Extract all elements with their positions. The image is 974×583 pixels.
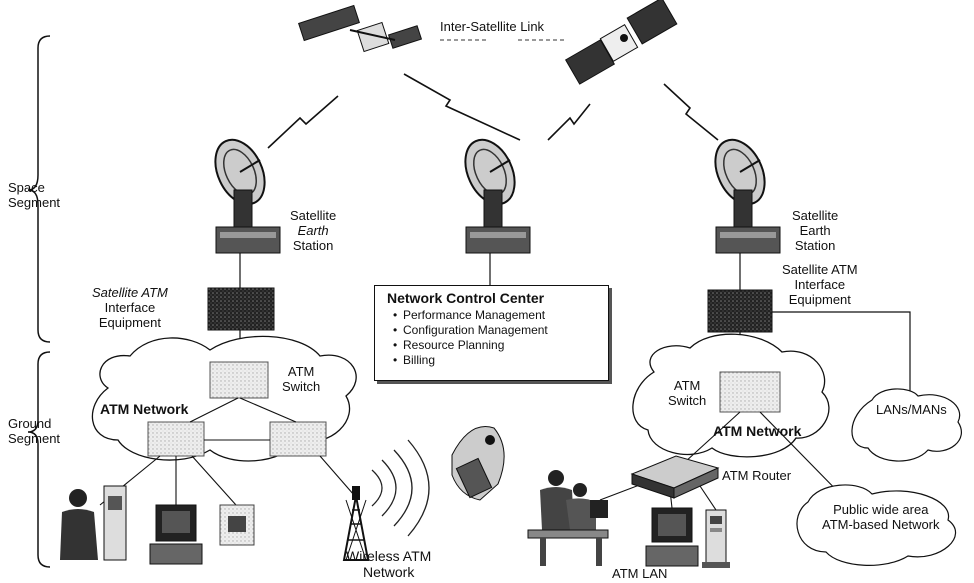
lans-mans-cloud xyxy=(851,388,962,462)
left-interface-equipment-icon xyxy=(207,287,275,331)
satellite-right-icon xyxy=(564,0,678,85)
lans-mans-label: LANs/MANs xyxy=(876,402,947,417)
atm-lan-pc-icon xyxy=(645,507,699,567)
left-atm-switch-icon xyxy=(209,361,269,399)
ncc-item: Billing xyxy=(393,353,608,368)
ncc-earth-station-icon xyxy=(454,130,531,254)
left-earth-station-icon xyxy=(204,130,281,254)
space-segment-brace xyxy=(27,35,51,343)
left-atm-switch-2-icon xyxy=(147,421,205,457)
wireless-tower-icon xyxy=(342,486,370,561)
right-interface-equipment-icon xyxy=(707,289,773,333)
wireless-handset-icon xyxy=(451,426,505,501)
right-atm-network-label: ATM Network xyxy=(713,423,802,439)
wireless-waves xyxy=(371,439,430,537)
atm-router-label: ATM Router xyxy=(722,468,792,483)
left-user-terminals-icon xyxy=(60,485,255,565)
atm-router-icon xyxy=(630,455,720,499)
ncc-item: Configuration Management xyxy=(393,323,608,338)
radio-links xyxy=(267,73,719,149)
network-control-center-box: Network Control Center Performance Manag… xyxy=(374,285,609,381)
left-atm-network-label: ATM Network xyxy=(100,401,189,417)
public-wan-cloud xyxy=(796,484,956,566)
ncc-item: Resource Planning xyxy=(393,338,608,353)
ground-segment-brace xyxy=(27,351,51,568)
right-earth-station-icon xyxy=(704,130,781,254)
ncc-function-list: Performance Management Configuration Man… xyxy=(387,308,608,368)
ncc-item: Performance Management xyxy=(393,308,608,323)
satellite-left-icon xyxy=(298,4,423,53)
right-atm-switch-icon xyxy=(719,371,781,413)
left-atm-switch-3-icon xyxy=(269,421,327,457)
atm-lan-label: ATM LAN xyxy=(612,566,668,581)
atm-lan-server-icon xyxy=(702,509,730,568)
atm-lan-workstation-icon xyxy=(527,470,609,566)
inter-satellite-link-label: Inter-Satellite Link xyxy=(440,19,545,34)
ncc-title: Network Control Center xyxy=(387,290,545,306)
